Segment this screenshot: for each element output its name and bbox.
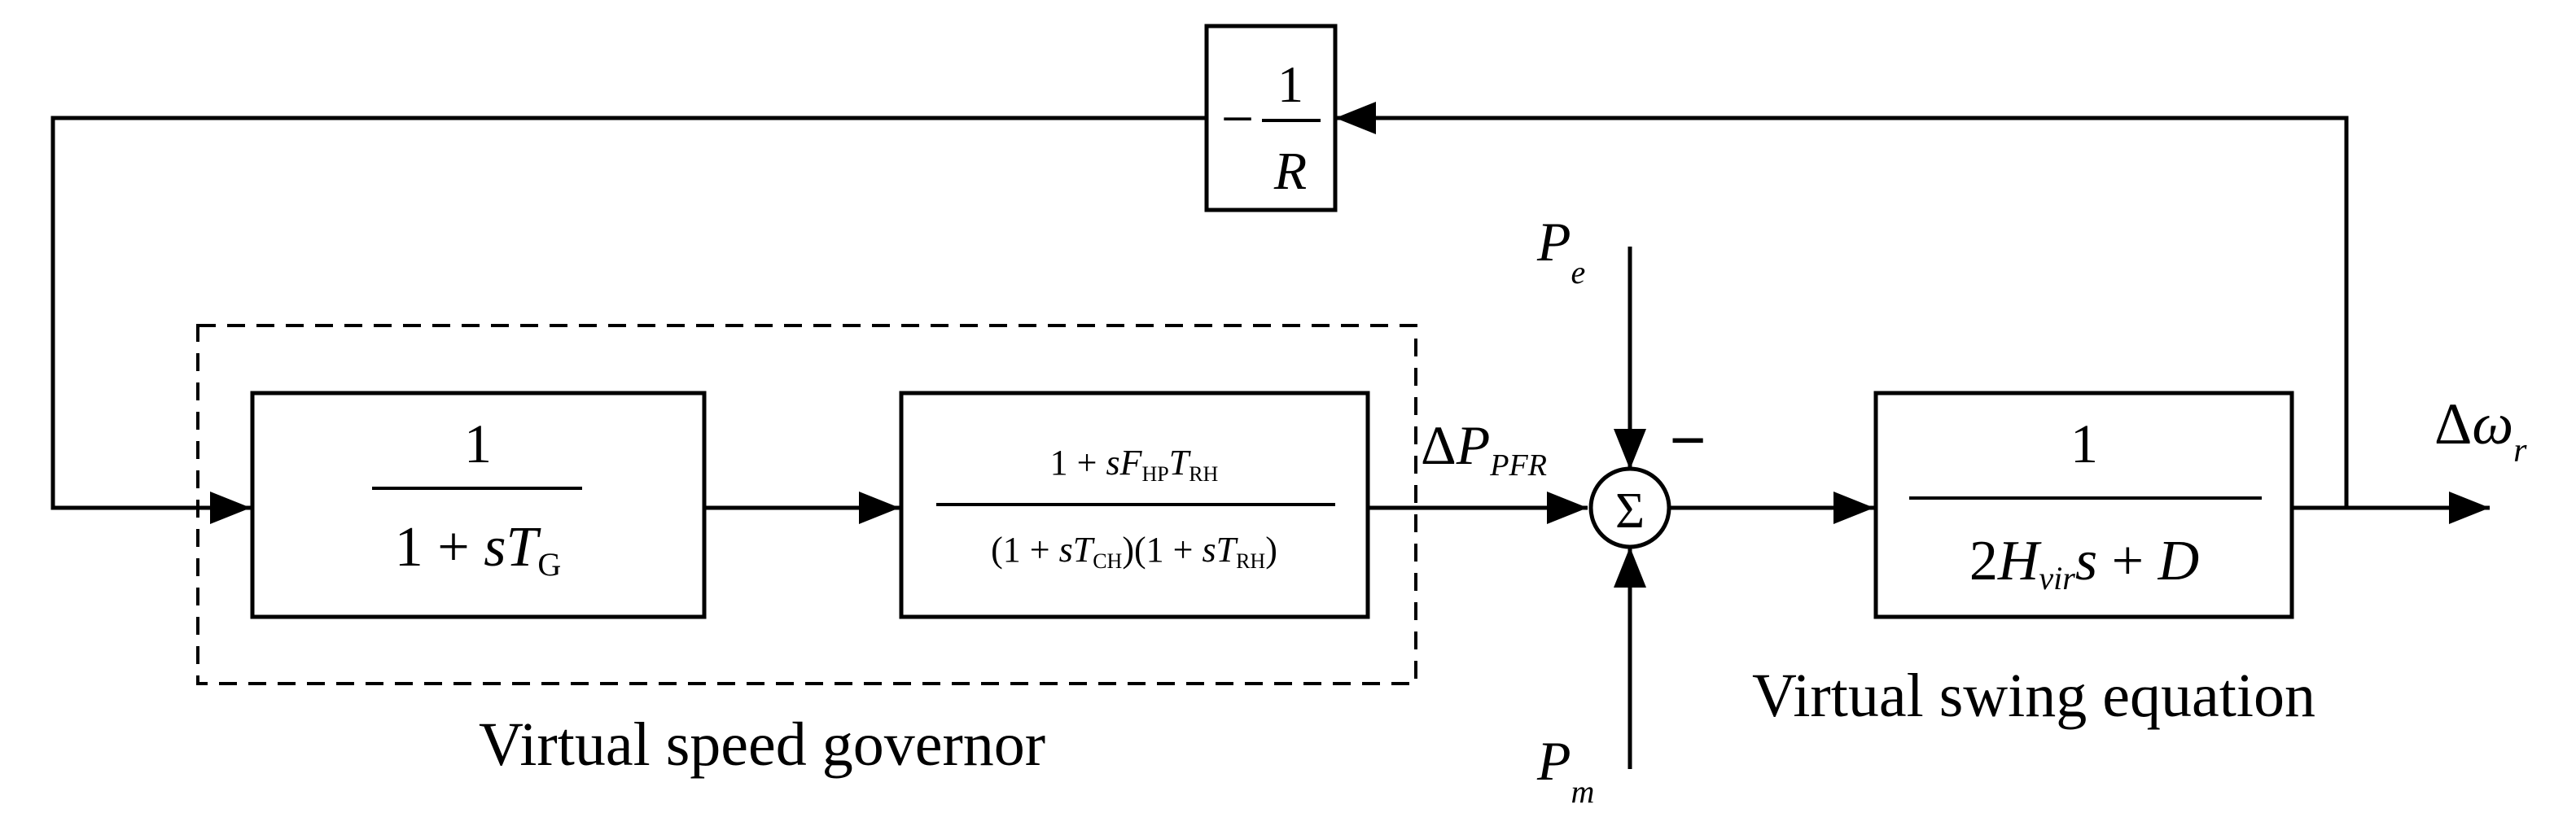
governor-numerator: 1: [464, 413, 492, 474]
swing-caption: Virtual swing equation: [1752, 662, 2315, 730]
turbine-block: 1 + sFHPTRH (1 + sTCH)(1 + sTRH): [899, 391, 1370, 619]
turbine-numerator: 1 + sFHPTRH: [1050, 443, 1219, 486]
droop-denominator: R: [1273, 142, 1307, 201]
droop-numerator: 1: [1277, 55, 1303, 113]
pm-label: Pm: [1536, 730, 1594, 810]
minus-sign-label: −: [1669, 405, 1706, 477]
wire-droop-return: [50, 116, 1207, 524]
droop-block: − 1 R: [1204, 24, 1338, 212]
swing-denominator: 2Hvirs + D: [1969, 530, 2199, 597]
swing-block: 1 2Hvirs + D: [1873, 391, 2294, 619]
droop-minus: −: [1221, 86, 1255, 151]
governor-block: 1 1 + sTG: [250, 391, 707, 619]
summing-junction: Σ: [1588, 466, 1671, 549]
governor-caption: Virtual speed governor: [479, 710, 1045, 779]
delta-p-pfr-label: ΔPPFR: [1421, 414, 1547, 483]
sum-symbol: Σ: [1615, 483, 1645, 539]
wire-feedback: [1335, 102, 2349, 508]
governor-denominator: 1 + sTG: [395, 516, 562, 583]
swing-numerator: 1: [2070, 413, 2098, 474]
delta-omega-label: Δωr: [2434, 391, 2527, 470]
governor-boundary: [196, 324, 1417, 685]
turbine-denominator: (1 + sTCH)(1 + sTRH): [991, 530, 1277, 573]
pe-label: Pe: [1536, 211, 1585, 291]
